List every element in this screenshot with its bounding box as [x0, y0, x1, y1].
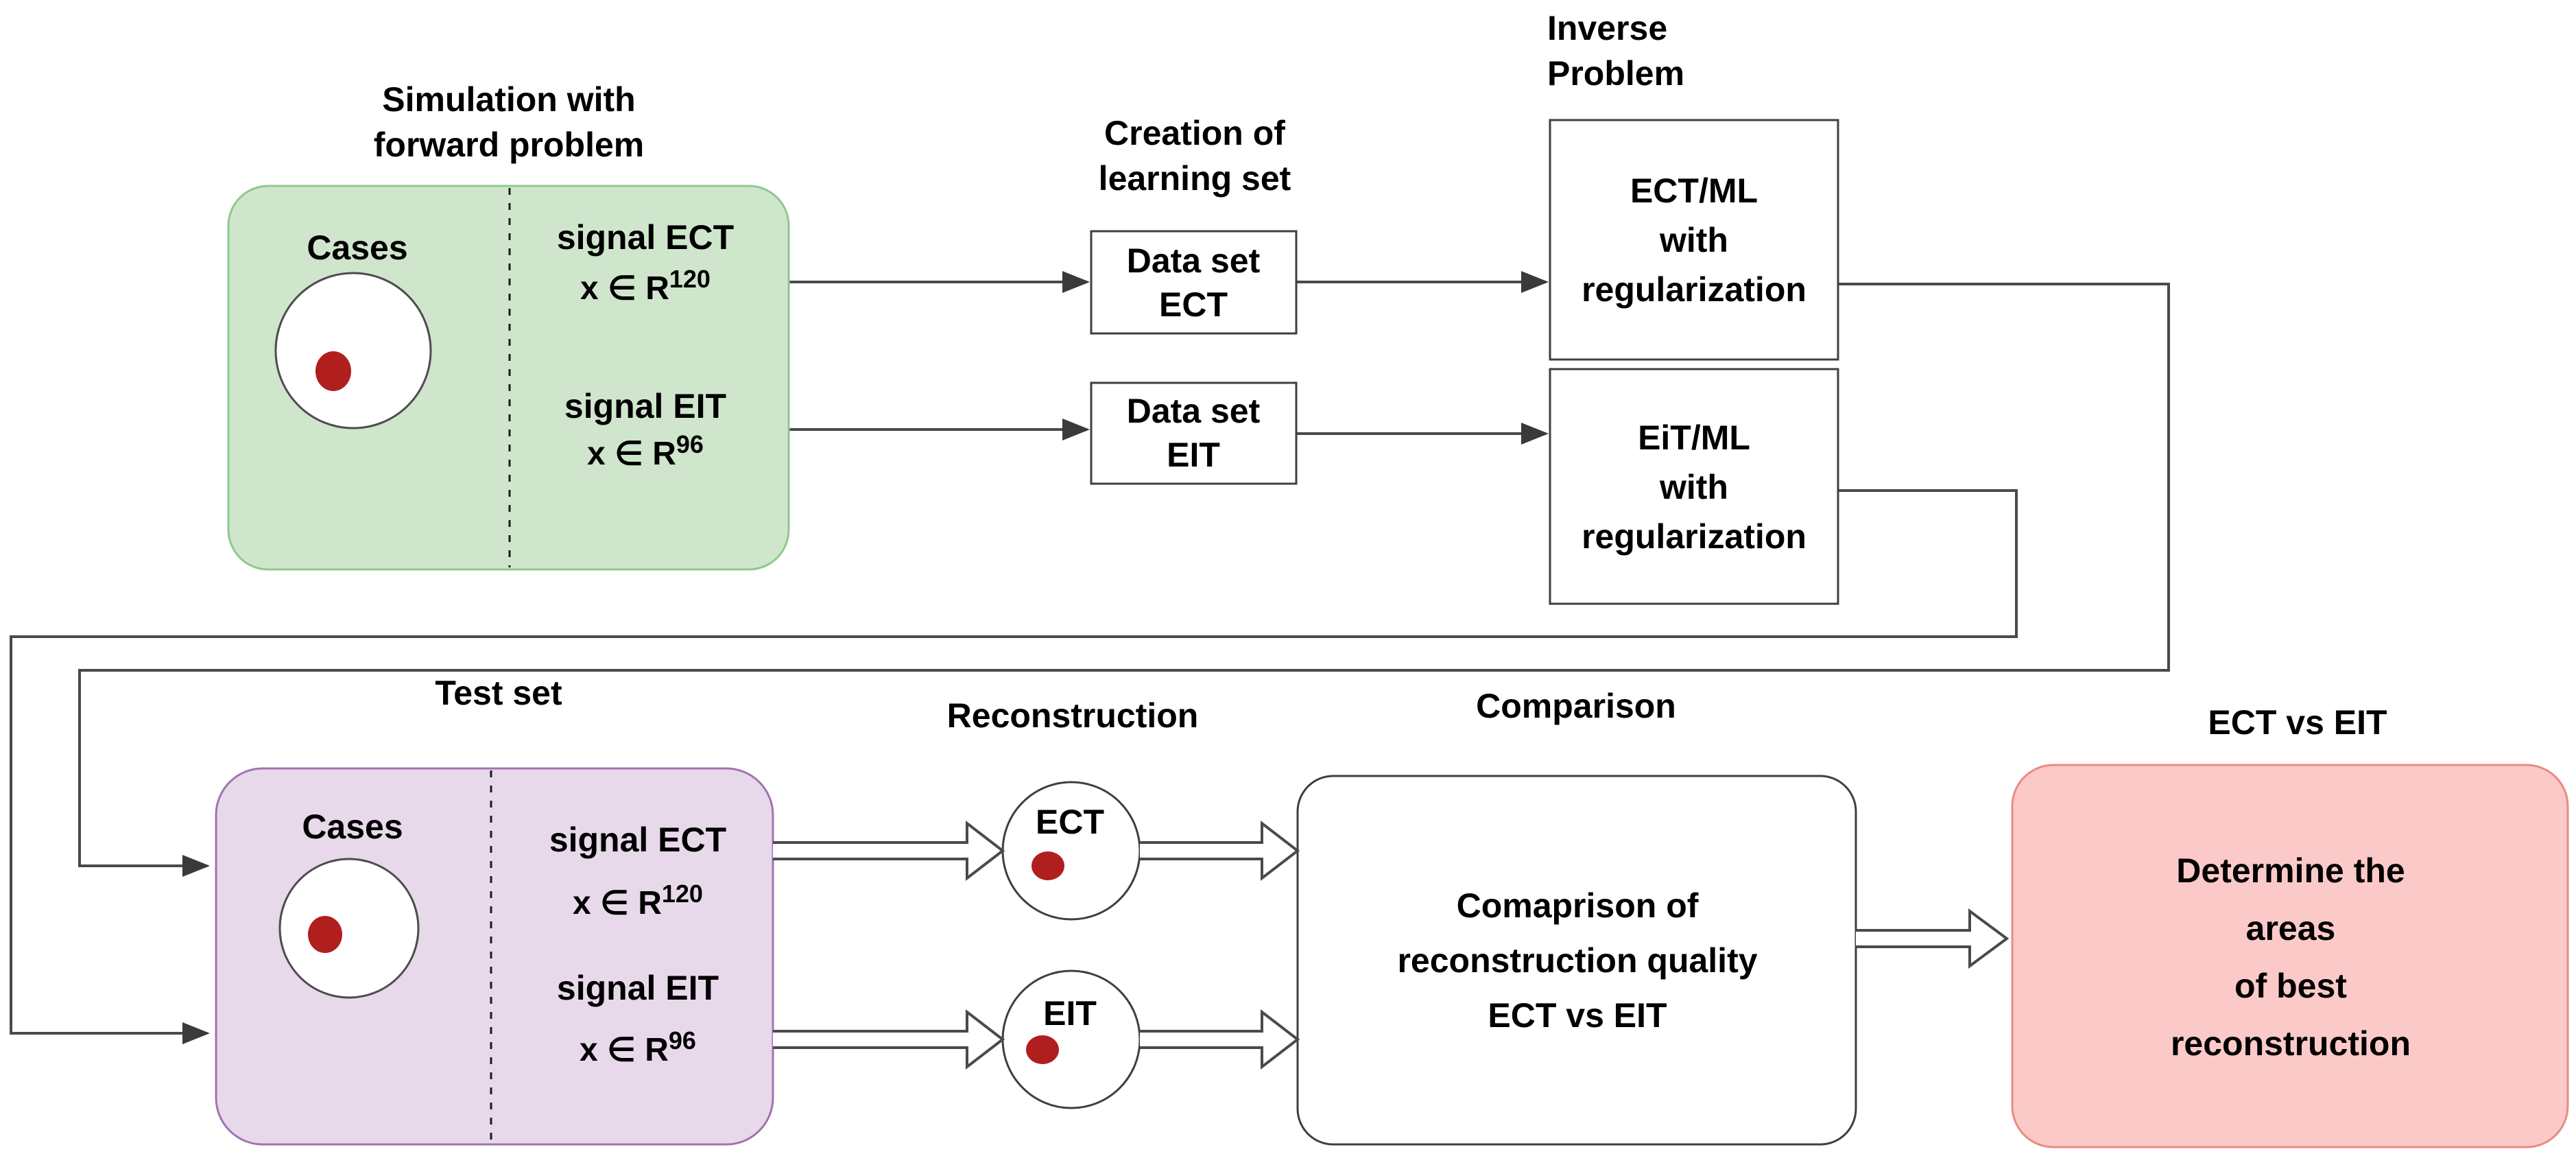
route-eitml-to-testset — [10, 489, 2018, 1044]
test-cases-label: Cases — [302, 808, 403, 846]
test-case-inclusion-dot — [308, 916, 342, 953]
r-exponent: 120 — [661, 880, 703, 908]
r-base: x ∈ R — [580, 1032, 669, 1068]
simulation-title: Simulation with forward problem — [373, 80, 645, 164]
dataset-ect-label: Data set ECT — [1126, 242, 1261, 324]
learning-eit-dimension: x ∈ R96 — [587, 422, 704, 477]
result-box-label: Determine the areas of best reconstructi… — [2170, 851, 2411, 1063]
hollow-arrows — [773, 820, 2009, 1070]
comparison-box-label: Comaprison of reconstruction quality ECT… — [1397, 886, 1758, 1035]
r-exponent: 120 — [669, 265, 711, 293]
r-exponent: 96 — [668, 1026, 696, 1055]
learning-cases-label: Cases — [307, 228, 408, 267]
r-base: x ∈ R — [587, 436, 676, 472]
hollow-arrow-test-to-ect-circle — [773, 820, 1005, 882]
route-ectml-to-testset — [78, 283, 2170, 877]
learning-signal-ect-label: signal ECT — [556, 218, 735, 257]
r-base: x ∈ R — [573, 885, 662, 921]
eit-circle-label: EIT — [1043, 994, 1097, 1033]
connector-lines — [10, 271, 2170, 1044]
hollow-arrow-test-to-eit-circle — [773, 1009, 1005, 1070]
comparison-title: Comparison — [1476, 687, 1676, 725]
inverse-problem-title: Inverse Problem — [1547, 9, 1685, 93]
r-base: x ∈ R — [580, 270, 669, 307]
test-eit-dimension: x ∈ R96 — [580, 1018, 696, 1073]
hollow-arrow-ect-circle-to-comparison — [1140, 820, 1300, 882]
test-case-circle — [278, 858, 420, 999]
learning-case-circle — [274, 272, 432, 429]
ect-ml-label: ECT/ML with regularization — [1582, 172, 1806, 309]
r-exponent: 96 — [676, 430, 704, 458]
eit-ml-box — [1549, 368, 1839, 605]
eit-reconstruction-dot — [1026, 1035, 1059, 1064]
reconstruction-title: Reconstruction — [946, 696, 1199, 735]
ect-circle-label: ECT — [1036, 803, 1104, 841]
eit-ml-label: EiT/ML with regularization — [1582, 419, 1806, 556]
dataset-eit-label: Data set EIT — [1126, 392, 1261, 474]
comparison-box — [1296, 775, 1857, 1146]
hollow-arrow-comparison-to-result — [1856, 908, 2009, 969]
learning-signal-eit-label: signal EIT — [564, 387, 727, 425]
dataset-ect-box — [1090, 230, 1298, 335]
dataset-eit-box — [1090, 381, 1298, 485]
ect-ml-box — [1549, 119, 1839, 361]
result-box — [2011, 764, 2569, 1149]
hollow-arrow-eit-circle-to-comparison — [1140, 1009, 1300, 1070]
learning-case-inclusion-dot — [315, 351, 351, 391]
test-ect-dimension: x ∈ R120 — [573, 871, 703, 926]
test-signal-eit-label: signal EIT — [556, 969, 719, 1007]
test-signal-ect-label: signal ECT — [549, 821, 727, 859]
creation-title: Creation of learning set — [1098, 114, 1291, 198]
learning-ect-dimension: x ∈ R120 — [580, 257, 711, 311]
ect-vs-eit-title: ECT vs EIT — [2208, 703, 2387, 742]
test-set-title: Test set — [435, 674, 562, 712]
ect-reconstruction-dot — [1031, 851, 1064, 880]
